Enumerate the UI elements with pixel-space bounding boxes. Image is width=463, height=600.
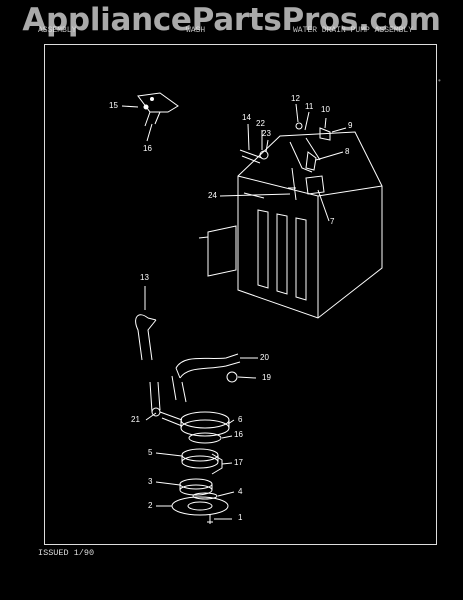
diagram-frame	[44, 44, 437, 545]
callout-number: 24	[208, 191, 217, 200]
callout-number: 15	[109, 101, 118, 110]
callout-number: 14	[242, 113, 251, 122]
header-middle: WASH	[186, 26, 206, 35]
cabinet-part	[237, 131, 383, 319]
callout-number: 8	[345, 147, 350, 156]
callout-number: 4	[238, 487, 243, 496]
callout-number: 16	[143, 144, 152, 153]
callout-number: 3	[148, 477, 153, 486]
callout-number: 20	[260, 353, 269, 362]
callout-number: 22	[256, 119, 265, 128]
callout-number: 19	[262, 373, 271, 382]
seal-part	[188, 432, 222, 444]
callout-number: 5	[148, 448, 153, 457]
screw-part	[207, 514, 213, 524]
margin-mark: •	[438, 76, 441, 85]
base-pulley-part	[171, 492, 229, 516]
callout-number: 9	[348, 121, 353, 130]
callout-number: 16	[234, 430, 243, 439]
clamp-part	[226, 371, 238, 383]
pump-hose-part	[171, 353, 241, 403]
callout-number: 17	[234, 458, 243, 467]
callout-number: 23	[262, 129, 271, 138]
pump-part	[151, 407, 230, 437]
valve-parts	[239, 122, 331, 201]
issued-date: ISSUED 1/90	[38, 548, 95, 558]
callout-number: 12	[291, 94, 300, 103]
callout-number: 2	[148, 501, 153, 510]
drain-hose-part	[135, 314, 161, 413]
callout-number: 11	[305, 102, 314, 111]
callout-number: 7	[330, 217, 335, 226]
coupling-part	[181, 448, 219, 469]
watermark: AppliancePartsPros.com	[22, 2, 441, 38]
pulley-part	[179, 478, 213, 496]
callout-number: 13	[140, 273, 149, 282]
callout-number: 6	[238, 415, 243, 424]
header-left: ASSEMBLY	[38, 26, 77, 35]
callout-number: 10	[321, 105, 330, 114]
callout-number: 1	[238, 513, 243, 522]
rear-bracket-part	[137, 92, 179, 127]
header-right: WATER DRAIN PUMP ASSEMBLY	[293, 26, 414, 35]
callout-number: 21	[131, 415, 140, 424]
page-header: ASSEMBLY WASH WATER DRAIN PUMP ASSEMBLY	[38, 26, 438, 40]
